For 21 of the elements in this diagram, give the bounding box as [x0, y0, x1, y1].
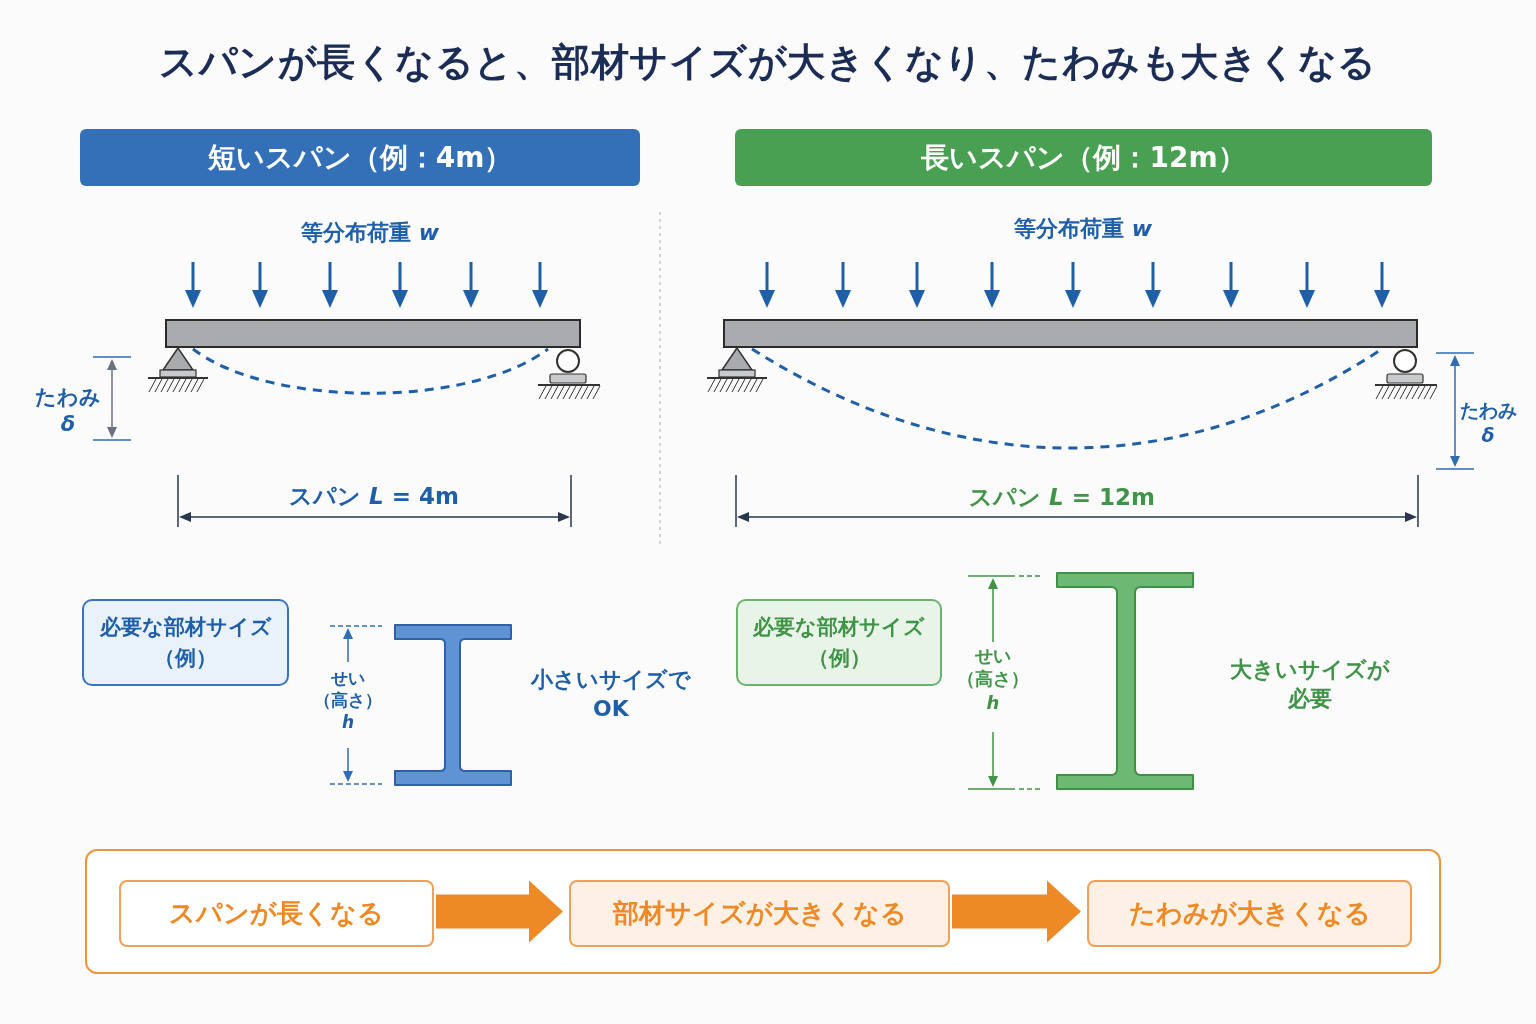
heading-band: 長いスパン（例：12m） — [735, 129, 1432, 186]
span-label: スパン L = 4m — [289, 482, 459, 511]
process-box: たわみが大きくなる — [1087, 880, 1412, 947]
load-label: 等分布荷重 w — [301, 219, 439, 247]
flow-panel — [85, 849, 1441, 974]
load-label: 等分布荷重 w — [1014, 215, 1152, 243]
note-box: 必要な部材サイズ（例） — [736, 599, 942, 686]
arrow — [436, 880, 563, 943]
heading-band: 短いスパン（例：4m） — [80, 129, 640, 186]
size-note: 小さいサイズでOK — [529, 666, 692, 723]
arrow — [952, 880, 1081, 943]
deflection-label: たわみ δ — [1459, 398, 1517, 448]
note-box: 必要な部材サイズ（例） — [82, 599, 289, 686]
process-box: スパンが長くなる — [119, 880, 434, 947]
height-label: せい（高さ）h — [957, 644, 1029, 715]
title: スパンが長くなると、部材サイズが大きくなり、たわみも大きくなる — [159, 40, 1377, 86]
deflection-label: たわみ δ — [35, 384, 101, 439]
span-label: スパン L = 12m — [969, 483, 1155, 512]
process-box: 部材サイズが大きくなる — [569, 880, 950, 947]
size-note: 大きいサイズが必要 — [1229, 656, 1391, 713]
height-label: せい（高さ）h — [314, 667, 382, 734]
